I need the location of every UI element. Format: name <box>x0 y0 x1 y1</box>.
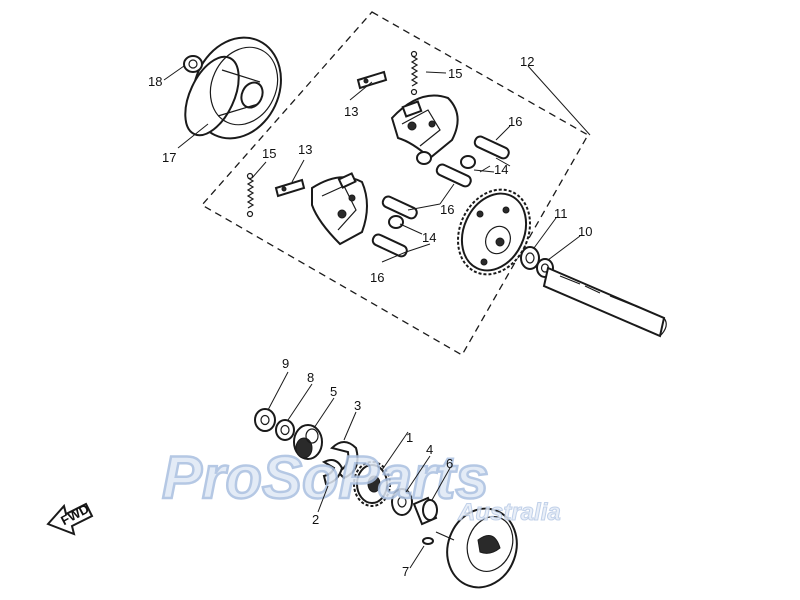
callout-12: 12 <box>520 54 534 69</box>
clutch-shoe-lower <box>311 172 368 246</box>
part-2-clip <box>321 459 344 486</box>
watermark: ProSoParts Australia <box>161 443 561 527</box>
clutch-shoe-upper <box>390 94 459 160</box>
part-17-clutch-housing <box>184 36 282 140</box>
fwd-arrow-icon: FWD <box>46 501 94 536</box>
part-14-spacer-upper <box>416 151 476 169</box>
part-1-gear <box>353 461 391 507</box>
callout-14-upper: 14 <box>494 162 508 177</box>
starter-disc <box>435 507 518 589</box>
watermark-brand: ProSoParts <box>162 444 489 511</box>
callout-15-lower: 15 <box>262 146 276 161</box>
part-4-washer <box>391 488 413 516</box>
crankshaft <box>542 266 667 338</box>
callout-11: 11 <box>554 206 568 221</box>
callout-7: 7 <box>402 564 409 579</box>
callout-8: 8 <box>307 370 314 385</box>
part-14-spacer-lower <box>388 215 404 229</box>
callout-16-right: 16 <box>508 114 522 129</box>
callout-13-lower: 13 <box>298 142 312 157</box>
part-13-link-upper <box>356 70 388 90</box>
part-16-pin-left-upper <box>381 195 418 220</box>
part-7-pin <box>422 537 434 545</box>
part-8-washer <box>275 419 295 441</box>
clutch-gear-large <box>457 188 531 276</box>
callout-15-upper: 15 <box>448 66 462 81</box>
part-18-circlip <box>183 55 203 73</box>
callout-9: 9 <box>282 356 289 371</box>
callout-16-lower: 16 <box>370 270 384 285</box>
watermark-sub: Australia <box>457 499 561 526</box>
part-16-pin-middle <box>435 163 472 188</box>
leader-lines <box>163 65 591 569</box>
part-5-one-way-clutch <box>293 424 323 460</box>
callout-5: 5 <box>330 384 337 399</box>
callout-1: 1 <box>406 430 413 445</box>
callout-17: 17 <box>162 150 176 165</box>
callout-2: 2 <box>312 512 319 527</box>
part-6-bushing <box>412 496 438 526</box>
part-13-link-lower <box>274 178 306 198</box>
part-15-spring-lower <box>246 172 255 218</box>
callout-14-lower: 14 <box>422 230 436 245</box>
part-9-nut <box>254 408 276 432</box>
callout-10: 10 <box>578 224 592 239</box>
callout-4: 4 <box>426 442 433 457</box>
part-16-pin-left-lower <box>371 233 408 258</box>
part-16-pin-right <box>473 135 510 160</box>
callout-6: 6 <box>446 456 453 471</box>
callout-18: 18 <box>148 74 162 89</box>
part-11-washer <box>520 246 540 270</box>
callout-16-middle: 16 <box>440 202 454 217</box>
callout-13-upper: 13 <box>344 104 358 119</box>
callout-3: 3 <box>354 398 361 413</box>
callout-labels: 18 17 15 13 12 16 14 15 13 16 14 16 11 1… <box>148 54 592 579</box>
part-3-retainer <box>330 441 359 480</box>
part-15-spring-upper <box>410 50 419 96</box>
